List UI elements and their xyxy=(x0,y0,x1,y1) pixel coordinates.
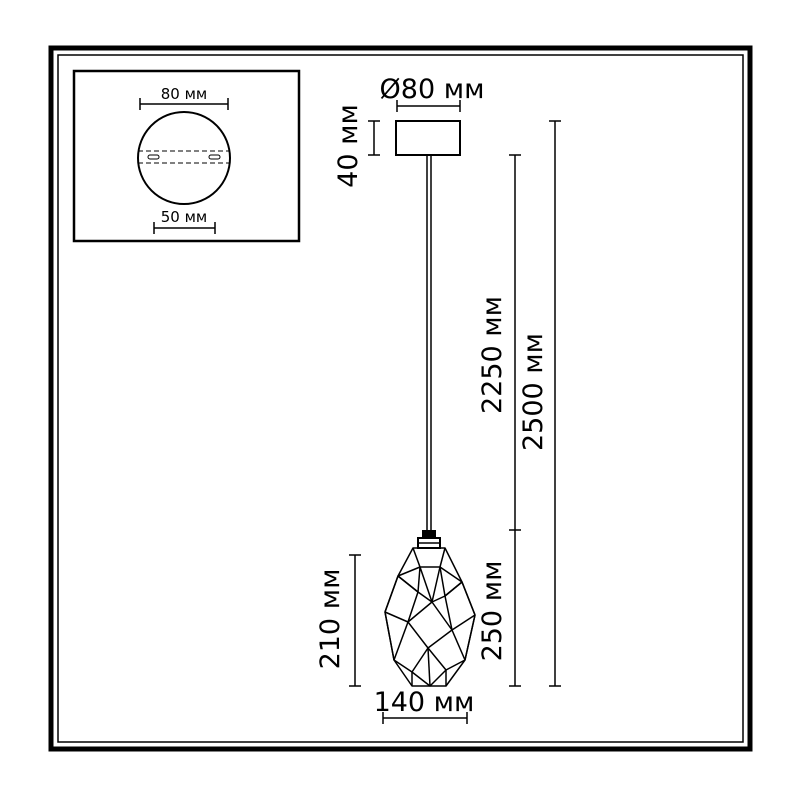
canopy-side-view: Ø80 мм 40 мм xyxy=(333,74,484,188)
inset-bottom-width-label: 50 мм xyxy=(161,208,208,226)
faceted-glass-shade xyxy=(384,547,476,687)
canopy-body xyxy=(395,120,461,156)
shade-height-dimension: 210 мм xyxy=(315,554,361,687)
mount-slot-left xyxy=(147,154,160,160)
canopy-circle xyxy=(137,111,231,205)
lamp-holder xyxy=(417,530,441,549)
canopy-height-label: 40 мм xyxy=(333,104,364,188)
shade-height-label: 210 мм xyxy=(315,569,346,670)
inner-frame xyxy=(57,54,744,743)
shade-width-dimension: 140 мм xyxy=(374,687,475,724)
lower-length-label: 250 мм xyxy=(477,561,508,662)
cable-length-label: 2250 мм xyxy=(477,296,508,414)
inset-top-width-label: 80 мм xyxy=(161,85,208,103)
inset-frame xyxy=(72,69,301,243)
total-length-label: 2500 мм xyxy=(518,333,549,451)
length-dimensions: 2250 мм 250 мм 2500 мм xyxy=(477,120,561,687)
inset-top-view: 80 мм 50 мм xyxy=(72,69,301,243)
mount-slot-right xyxy=(208,154,221,160)
shade-width-label: 140 мм xyxy=(374,687,475,718)
canopy-diameter-label: Ø80 мм xyxy=(380,74,485,105)
outer-frame xyxy=(48,45,753,752)
